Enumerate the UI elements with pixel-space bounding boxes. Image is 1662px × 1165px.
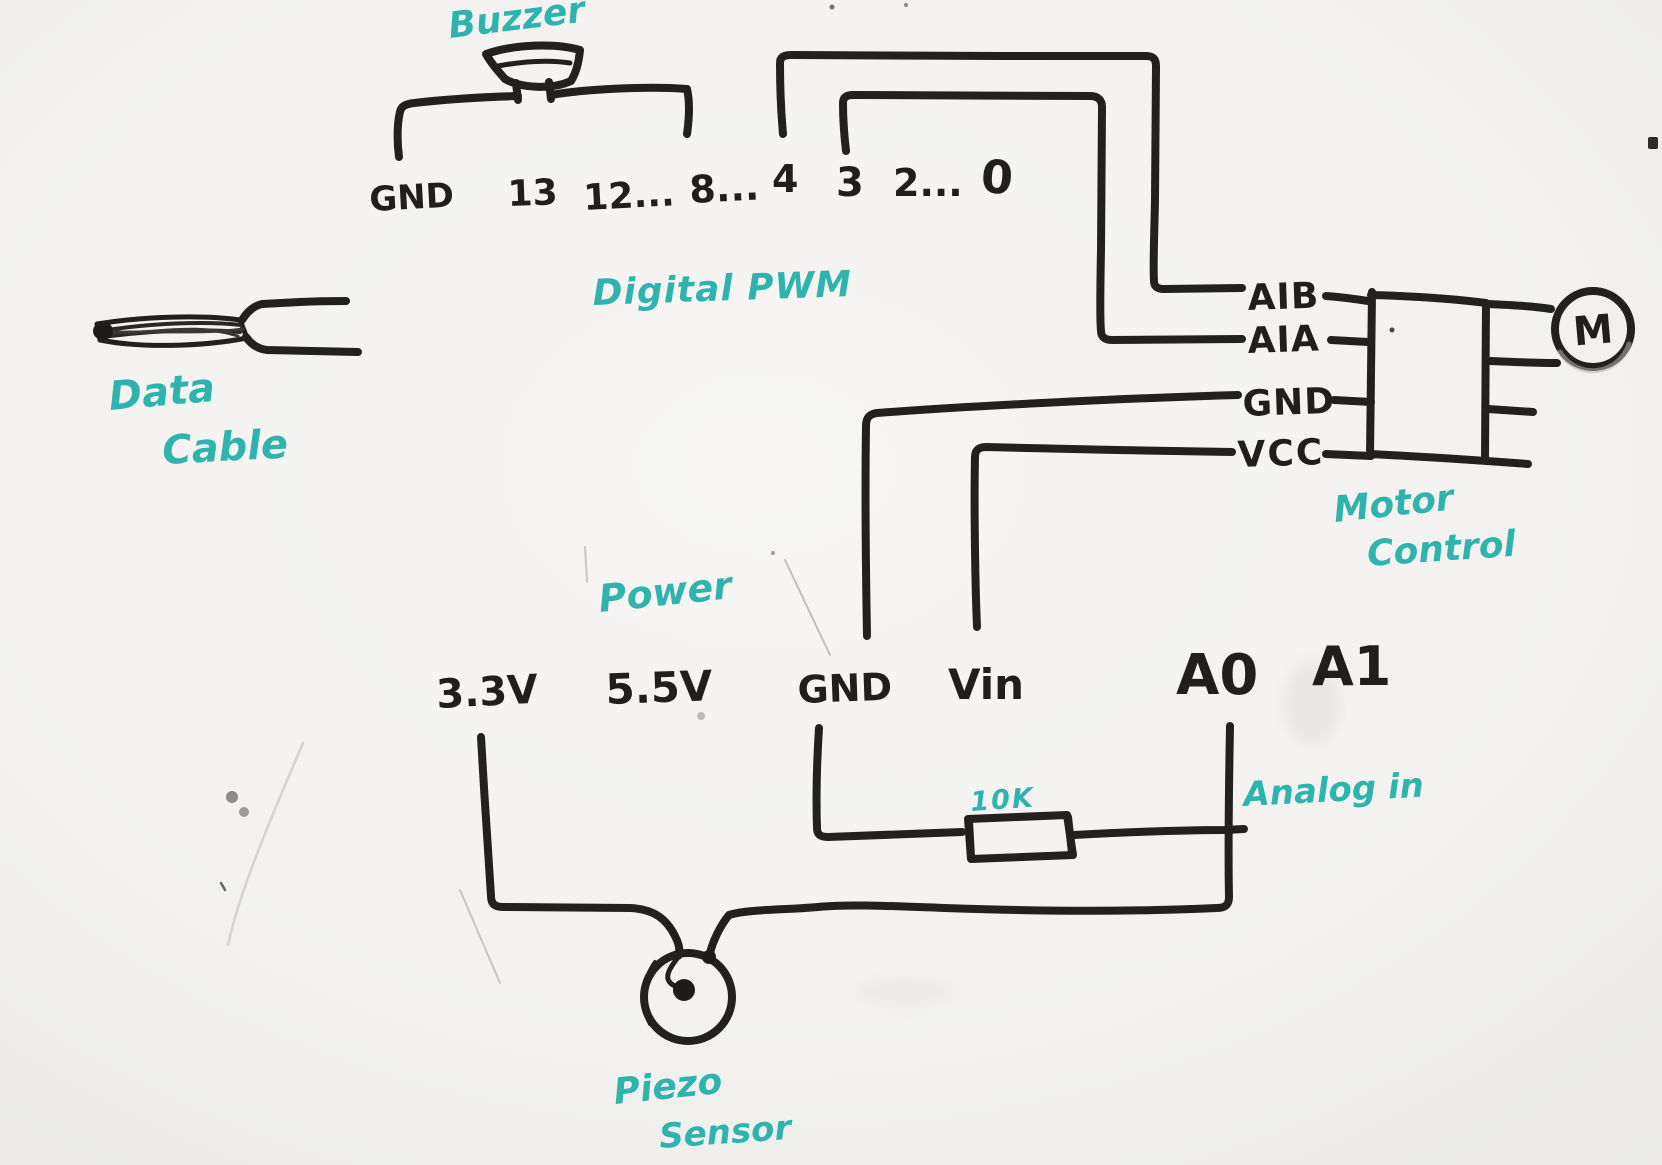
buzzer-body xyxy=(482,41,584,91)
eraser-smudge xyxy=(857,979,953,1005)
data-cable-label-1: Data xyxy=(107,365,217,420)
data-cable: Data Cable xyxy=(93,297,362,474)
wire-gnd-to-resistor xyxy=(812,724,966,841)
dust-speck xyxy=(829,4,835,10)
digital-pin-0: 0 xyxy=(979,149,1015,205)
driver-stub-3 xyxy=(1484,405,1537,416)
buzzer-body-inner-line xyxy=(495,58,573,69)
resistor-value: 10K xyxy=(969,783,1036,818)
pencil-mark xyxy=(459,889,501,984)
scratch-mark xyxy=(226,741,305,947)
motor-circle xyxy=(1551,287,1635,371)
wire-pin3-to-aia xyxy=(839,91,1246,344)
dash-aia xyxy=(1327,336,1372,346)
driver-box-top-right xyxy=(1367,291,1490,464)
motor-symbol: M xyxy=(1571,306,1615,355)
digital-pwm-label: Digital PWM xyxy=(592,264,853,314)
motor-pin-gnd: GND xyxy=(1242,381,1336,425)
driver-box-bottom xyxy=(1366,450,1532,468)
eraser-smudge xyxy=(1284,661,1340,745)
digital-pin-3: 3 xyxy=(836,160,864,206)
dash-aib xyxy=(1322,292,1372,305)
digital-pin-2: 2... xyxy=(893,161,963,205)
cable-body-scribble xyxy=(98,327,245,336)
analog-in-label: Analog in xyxy=(1239,766,1424,816)
piezo-label-2: Sensor xyxy=(658,1108,795,1157)
buzzer-wire-to-pin8 xyxy=(547,83,693,138)
dust-speck xyxy=(904,3,908,7)
cable-tip xyxy=(93,322,113,340)
cable-prong-top xyxy=(238,297,350,324)
pencil-mark xyxy=(584,546,588,583)
power-pin-55v: 5.5V xyxy=(605,661,714,714)
piezo-right-terminal-dot xyxy=(702,950,716,964)
motor-pin-aib: AIB xyxy=(1247,276,1320,319)
power-pin-33v: 3.3V xyxy=(435,667,539,718)
smudge-dot xyxy=(239,807,249,817)
cable-prong-bottom xyxy=(242,333,362,356)
motor-pin-vcc: VCC xyxy=(1237,432,1325,476)
buzzer-wire-to-gnd xyxy=(393,92,522,161)
edge-mark xyxy=(1648,137,1658,149)
analog-pin-a0: A0 xyxy=(1176,643,1258,708)
driver-stub-to-motor-2 xyxy=(1486,357,1561,367)
analog-section: A0 A1 Analog in xyxy=(706,635,1425,957)
wire-a0-to-piezo xyxy=(706,722,1234,957)
piezo-disc-double-rim xyxy=(641,960,657,1026)
driver-stub-to-motor-1 xyxy=(1484,300,1555,313)
smudge-dot xyxy=(697,712,705,720)
dash-vcc xyxy=(1322,450,1375,460)
wire-vin-to-vcc xyxy=(970,443,1236,631)
piezo-sensor: Piezo Sensor xyxy=(477,733,795,1157)
wire-pin4-to-aib xyxy=(776,51,1246,293)
driver-box-left xyxy=(1366,288,1376,459)
pwm-wires xyxy=(776,51,1246,344)
piezo-center-dot xyxy=(673,979,695,1001)
artifacts xyxy=(219,3,1658,984)
resistor-end-left xyxy=(965,817,975,861)
power-section: Power 3.3V 5.5V GND Vin xyxy=(435,391,1242,718)
wire-resistor-to-a0 xyxy=(1070,825,1248,839)
digital-pin-4: 4 xyxy=(772,157,798,201)
analog-pin-a1: A1 xyxy=(1312,635,1391,698)
data-cable-label-2: Cable xyxy=(161,421,289,474)
smudge-dot xyxy=(226,791,238,803)
digital-pin-gnd: GND xyxy=(368,176,455,220)
digital-pin-8: 8... xyxy=(688,164,760,212)
resistor: 10K xyxy=(812,724,1248,863)
smudge-tick xyxy=(219,881,227,892)
power-pin-gnd: GND xyxy=(797,665,893,712)
power-pin-vin: Vin xyxy=(948,660,1024,709)
motor-circle-shadow xyxy=(1557,341,1632,374)
digital-pin-row: GND 13 12... 8... 4 3 2... 0 Digital PWM xyxy=(368,149,1015,314)
dust-speck xyxy=(771,551,775,555)
pencil-mark xyxy=(784,559,831,656)
dash-gnd xyxy=(1330,396,1375,406)
motor-pin-aia: AIA xyxy=(1247,319,1321,362)
cable-body-scribble xyxy=(99,321,243,333)
digital-pin-13: 13 xyxy=(507,172,559,215)
ink-dot xyxy=(1389,327,1395,333)
wire-gnd-to-driver xyxy=(861,391,1242,640)
digital-pin-12: 12... xyxy=(582,173,675,219)
wire-33v-to-piezo xyxy=(477,733,684,960)
